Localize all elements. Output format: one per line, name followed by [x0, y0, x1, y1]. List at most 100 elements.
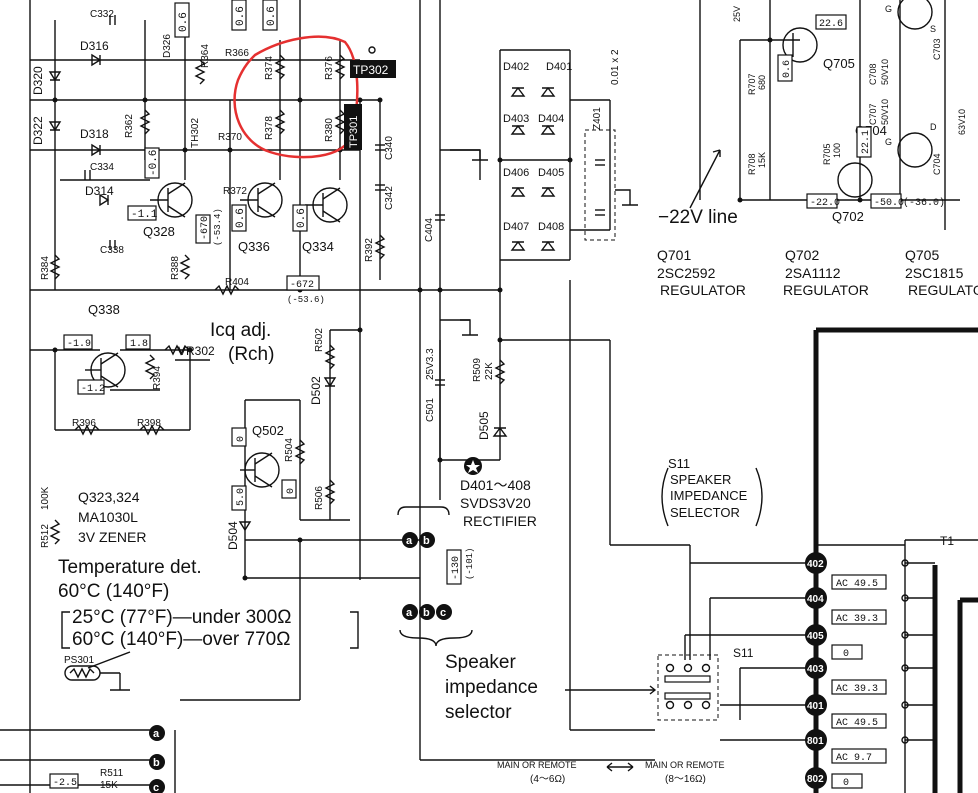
label-q334: Q334	[302, 239, 334, 254]
reg-role-3: REGULATO	[908, 282, 978, 298]
label-c338: C338	[100, 245, 124, 256]
v-box-11: (-53.6)	[287, 295, 325, 305]
resistor-symbol	[179, 254, 191, 280]
ac-value-3: 0	[843, 649, 849, 660]
label-d403: D403	[503, 113, 529, 125]
pin-g: G	[885, 137, 892, 147]
label-c703: C703	[932, 38, 942, 60]
diode-symbol	[48, 71, 62, 82]
voltage-boxes-left: 0.6 0.6 0.6 -0.6 -1.1 0.6 0.6 -670 (-53.…	[49, 0, 475, 789]
pin-g2: G	[885, 4, 892, 14]
label-c708: C708	[868, 63, 878, 85]
test-points: TP302 TP301	[344, 46, 396, 150]
neg22-label: −22V line	[658, 207, 738, 228]
vr-symbol	[164, 344, 190, 356]
spk-line1: Speaker	[445, 652, 516, 673]
label-q705: Q705	[823, 56, 855, 71]
resistor-symbol	[214, 284, 240, 296]
label-r374: R374	[264, 56, 275, 80]
diode-symbol	[48, 121, 62, 132]
label-th302: TH302	[190, 118, 201, 148]
cap-dashed-box	[584, 129, 616, 241]
annotation-texts: VR302 Icq adj. (Rch) Q323,324 MA1030L 3V…	[58, 207, 978, 785]
v-box-17: 5.0	[236, 488, 247, 506]
label-d316: D316	[80, 39, 109, 53]
pin-labels: S G D G	[885, 4, 937, 147]
label-d402: D402	[503, 61, 529, 73]
temp-line4: 60°C (140°F)—over 770Ω	[72, 629, 290, 650]
label-r512-val: 100K	[40, 486, 51, 510]
temp-line3: 25°C (77°F)—under 300Ω	[72, 607, 292, 628]
label-r509-val: 22K	[484, 362, 495, 380]
terminal-circles	[805, 552, 827, 789]
v-box-3: 0.6	[266, 6, 278, 26]
resistor-symbol	[74, 424, 100, 436]
label-q338: Q338	[88, 302, 120, 317]
terminal-401: 401	[807, 701, 824, 712]
diode-labels: D316 D318 D314 D320 D322 D326 D502 D504 …	[31, 34, 491, 550]
reg-role-1: REGULATOR	[660, 282, 746, 298]
conn-a1: a	[406, 535, 413, 547]
star-icon	[464, 457, 482, 475]
conn-c3: c	[153, 782, 159, 793]
label-cap-val: 0.01 x 2	[610, 49, 621, 85]
label-r707: R707	[747, 73, 757, 95]
conn-a2: a	[406, 607, 413, 619]
v-box-9: (-53.4)	[213, 208, 223, 246]
conn-b1: b	[423, 535, 430, 547]
diode-symbol	[510, 240, 526, 251]
rectifier-diode-labels: D402 D401 D403 D404 D406 D405 D407 D408	[503, 61, 572, 233]
voltage-boxes-right: 22.6 0.6 22.1 -22.0 -50.0 (-36.0)	[777, 14, 945, 209]
resistor-symbol	[324, 344, 336, 370]
label-d318: D318	[80, 127, 109, 141]
label-q502: Q502	[252, 423, 284, 438]
arrow-icon	[565, 685, 657, 695]
strip-dots	[901, 559, 909, 744]
resistor-symbol	[494, 359, 506, 385]
switch-contacts	[664, 663, 711, 710]
label-q328: Q328	[143, 224, 175, 239]
diode-symbol	[492, 426, 508, 437]
q323-line3: 3V ZENER	[78, 529, 146, 545]
label-d406: D406	[503, 167, 529, 179]
diode-symbol	[323, 377, 337, 388]
v-right-6: (-36.0)	[903, 197, 945, 209]
v-box-1: 0.6	[178, 12, 190, 32]
temp-line2: 60°C (140°F)	[58, 581, 169, 602]
label-z401: Z401	[592, 107, 603, 130]
v-right-3: 22.1	[861, 130, 872, 154]
v-box-19: (-101)	[465, 548, 475, 580]
label-d401: D401	[546, 61, 572, 73]
v-box-7: 0.6	[296, 208, 308, 228]
label-d504: D504	[226, 521, 240, 550]
terminal-405: 405	[807, 631, 824, 642]
terminal-802: 802	[807, 774, 824, 785]
reg-name-2: Q702	[785, 247, 819, 263]
main-remote-2b: (8～16Ω)	[665, 774, 706, 785]
resistor-symbol	[324, 479, 336, 505]
label-d326: D326	[162, 34, 173, 58]
label-d314: D314	[85, 184, 114, 198]
label-r708-val: 15K	[757, 152, 767, 168]
terminal-403: 403	[807, 664, 824, 675]
ac-value-6: AC 9.7	[836, 753, 872, 764]
diode-symbol	[238, 521, 252, 532]
v-right-2: 0.6	[782, 60, 793, 78]
ac-value-2: AC 39.3	[836, 614, 878, 625]
resistor-symbol	[144, 354, 156, 380]
v-box-5: -1.1	[131, 209, 158, 221]
reg-part-3: 2SC1815	[905, 265, 964, 281]
label-c708-val: 50V10	[880, 59, 890, 85]
label-r372: R372	[223, 186, 247, 197]
component-symbols	[48, 0, 933, 793]
label-d502: D502	[309, 376, 323, 405]
v-box-10: -672	[290, 280, 314, 291]
label-r705-val: 100	[832, 143, 842, 158]
spk-line2: impedance	[445, 677, 538, 698]
label-c340: C340	[384, 136, 395, 160]
label-r707-val: 680	[757, 75, 767, 90]
v-box-15: 0	[236, 436, 247, 442]
label-c342: C342	[384, 186, 395, 210]
label-d404: D404	[538, 113, 564, 125]
reg-part-2: 2SA1112	[785, 265, 841, 281]
